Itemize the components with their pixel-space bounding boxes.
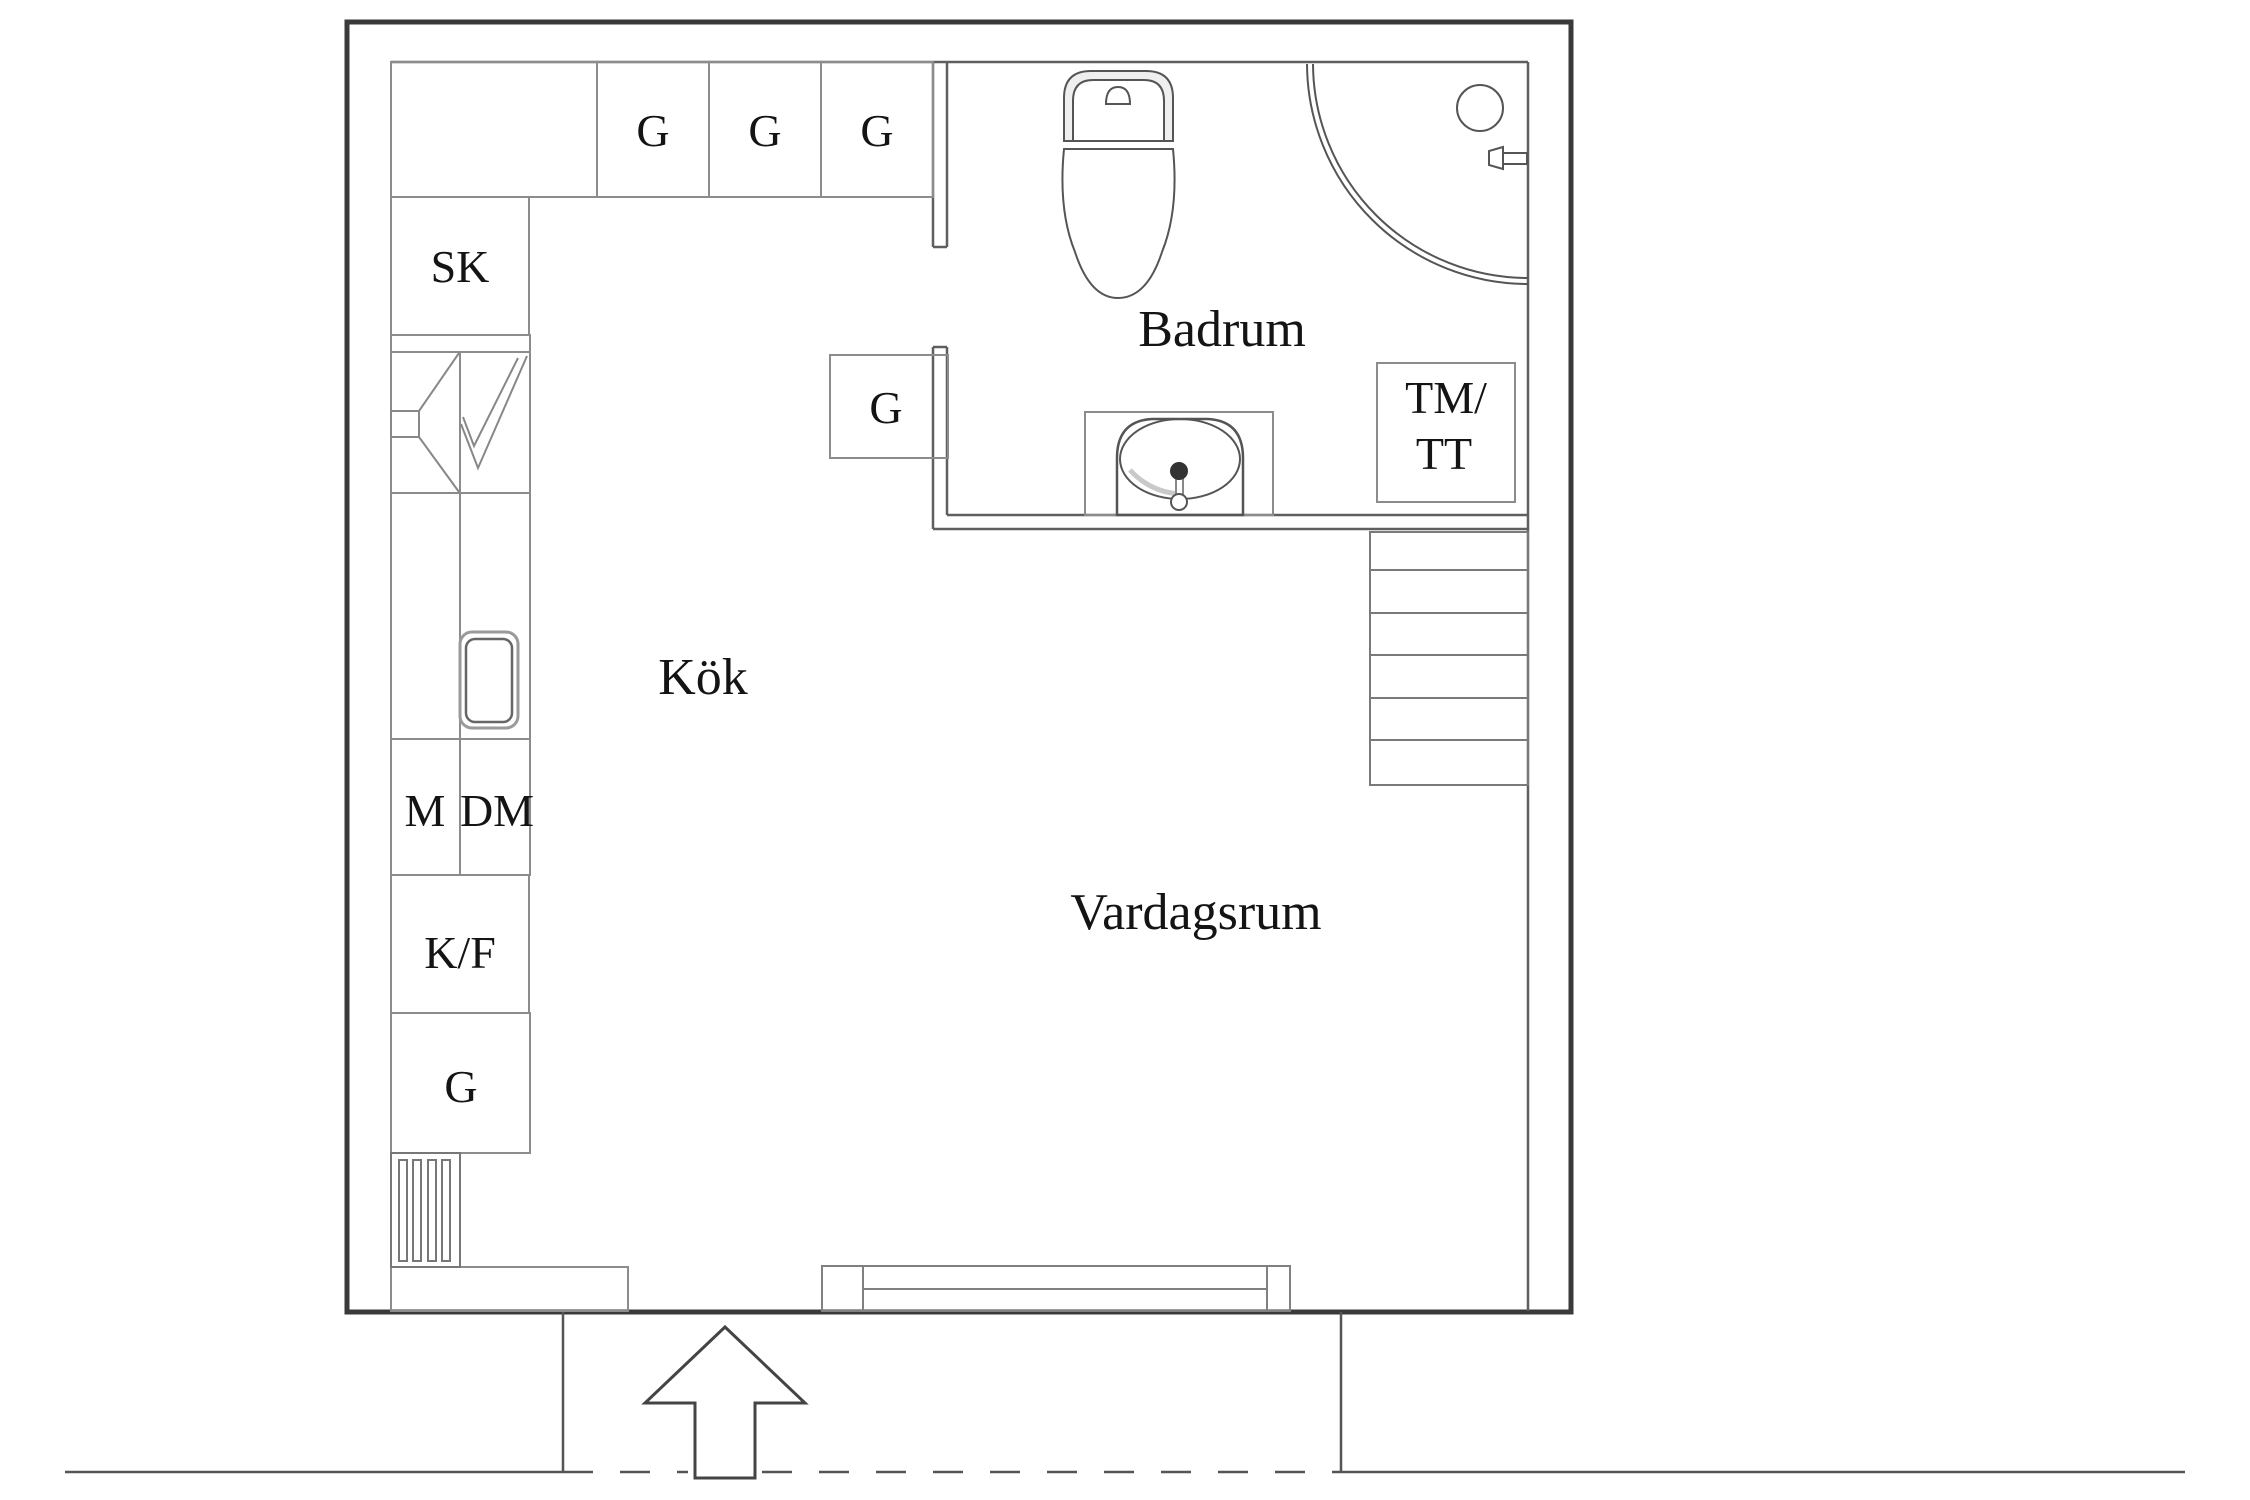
cleaning-closet-label: SK [431,241,490,292]
cabinet-g3-label: G [860,105,893,156]
entry-porch [65,1312,2185,1474]
entry-arrow-icon [641,1324,809,1480]
radiator-icon [390,1152,461,1268]
cabinet-g1-label: G [636,105,669,156]
base-cabinet-label: G [444,1061,477,1112]
kitchen-sink-icon [458,630,520,730]
hall-cabinet-label: G [869,382,902,433]
kitchen-label: Kök [658,649,748,706]
shower-icon [1306,63,1529,285]
dishwasher-label: DM [460,785,534,836]
washer-label-line2: TT [1416,428,1472,479]
interior-walls [391,60,1530,1311]
cabinet-g2-label: G [748,105,781,156]
stairs [1369,531,1529,786]
window [821,1265,1291,1312]
bathroom-label: Badrum [1138,301,1306,358]
stove-fan-icon [390,352,528,493]
toilet-icon [1061,70,1176,300]
kitchen-cabinets [390,61,1516,1312]
living-room-label: Vardagsrum [1070,884,1321,941]
washer-label-line1: TM/ [1405,372,1487,423]
microwave-label: M [405,785,446,836]
washbasin-icon [1084,411,1274,517]
fridge-freezer-label: K/F [424,927,496,978]
